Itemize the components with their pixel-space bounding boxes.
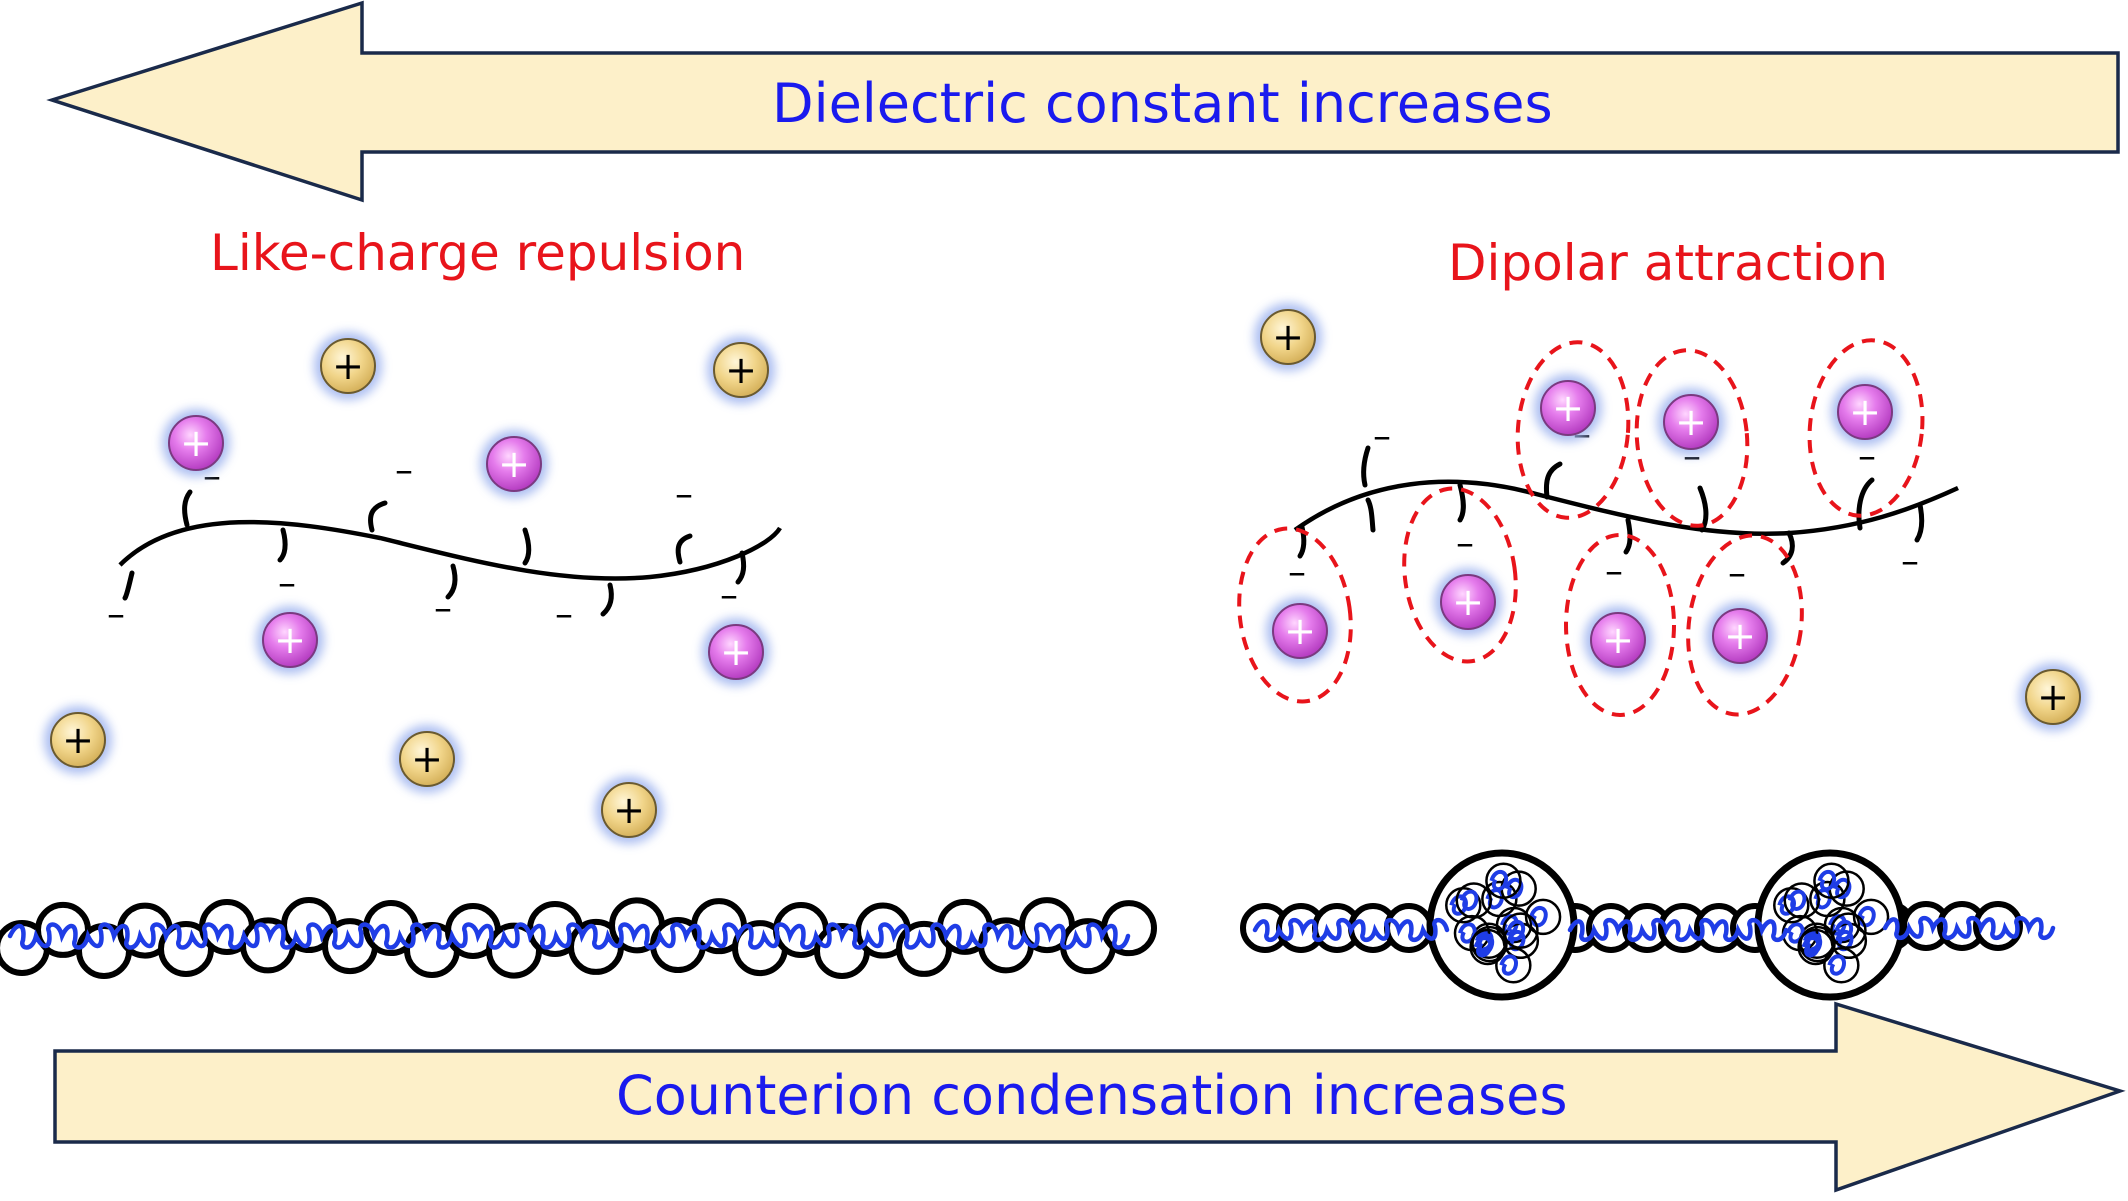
condensed-counterion: + bbox=[1831, 378, 1899, 446]
chain-coil bbox=[1252, 917, 1450, 943]
minus-signs: –––––––––––––––––– bbox=[107, 414, 1919, 635]
minus-charge: – bbox=[1288, 552, 1306, 593]
minus-charge: – bbox=[1605, 551, 1623, 592]
ion-pair-outline bbox=[1686, 533, 1804, 717]
side-chain bbox=[1361, 445, 1371, 488]
condensed-counterion: + bbox=[1266, 597, 1334, 665]
ion-pair-outlines bbox=[1237, 338, 1925, 717]
collapsed-globule bbox=[1426, 849, 1578, 1001]
bottom-arrow-label: Counterion condensation increases bbox=[616, 1064, 1568, 1127]
plus-charge: + bbox=[613, 788, 645, 832]
minus-charge: – bbox=[720, 575, 738, 616]
extended-chain bbox=[0, 897, 1157, 979]
free-counterion: + bbox=[595, 776, 663, 844]
plus-charge: + bbox=[2037, 675, 2069, 719]
condensed-counterion: + bbox=[256, 606, 324, 674]
free-counterion: + bbox=[1254, 303, 1322, 371]
side-chain bbox=[1780, 530, 1795, 566]
side-chain bbox=[600, 582, 614, 617]
plus-charge: + bbox=[1452, 580, 1484, 624]
side-chain bbox=[1457, 482, 1466, 523]
side-chain bbox=[522, 527, 532, 566]
minus-charge: – bbox=[675, 474, 693, 515]
ion-pair-outline bbox=[1564, 533, 1676, 717]
minus-charge: – bbox=[1728, 553, 1746, 594]
free-counterion: + bbox=[314, 332, 382, 400]
ion-pair-outline bbox=[1807, 338, 1925, 518]
minus-charge: – bbox=[395, 450, 413, 491]
chain-coil bbox=[1882, 915, 2056, 941]
plus-charge: + bbox=[1272, 315, 1304, 359]
plus-charge: + bbox=[62, 718, 94, 762]
minus-charge: – bbox=[434, 588, 452, 629]
plus-charge: + bbox=[411, 737, 443, 781]
plus-charge: + bbox=[1724, 614, 1756, 658]
side-chain bbox=[277, 527, 288, 563]
chain-coil bbox=[7, 922, 1131, 950]
ion-pair-outline bbox=[1237, 526, 1353, 704]
side-chain bbox=[1697, 485, 1709, 533]
side-chain bbox=[182, 489, 193, 528]
free-counterion: + bbox=[393, 725, 461, 793]
minus-charge: – bbox=[555, 594, 573, 635]
collapsed-globule bbox=[1754, 849, 1906, 1001]
minus-charge: – bbox=[107, 594, 125, 635]
right-panel-title: Dipolar attraction bbox=[1448, 234, 1889, 292]
plus-charge: + bbox=[180, 421, 212, 465]
side-chain bbox=[1914, 502, 1925, 543]
ion-pair-outline bbox=[1402, 486, 1518, 664]
minus-charge: – bbox=[1901, 541, 1919, 582]
condensed-counterion: + bbox=[1534, 374, 1602, 442]
plus-charge: + bbox=[1284, 609, 1316, 653]
side-chain bbox=[1856, 477, 1875, 531]
side-chain bbox=[445, 563, 458, 600]
top-arrow-label: Dielectric constant increases bbox=[772, 72, 1553, 135]
ions: + + + + + + + + + + + + + + + + + + bbox=[44, 303, 2087, 844]
side-chain bbox=[675, 533, 693, 565]
plus-charge: + bbox=[720, 630, 752, 674]
condensed-counterion: + bbox=[1584, 606, 1652, 674]
minus-charge: – bbox=[1456, 523, 1474, 564]
left-polymer-backbone bbox=[118, 519, 782, 581]
collapsed-chain bbox=[1240, 849, 2056, 1001]
condensed-counterion: + bbox=[480, 430, 548, 498]
condensed-counterion: + bbox=[702, 618, 770, 686]
ion-pair-outline bbox=[1515, 340, 1631, 520]
left-panel-title: Like-charge repulsion bbox=[210, 224, 746, 282]
plus-charge: + bbox=[274, 618, 306, 662]
plus-charge: + bbox=[498, 442, 530, 486]
top-arrow-shape bbox=[46, 0, 2120, 203]
plus-charge: + bbox=[1849, 390, 1881, 434]
side-chain bbox=[368, 500, 388, 533]
side-chain bbox=[1543, 461, 1563, 500]
bottom-arrow-shape bbox=[53, 1001, 2126, 1193]
minus-charge: – bbox=[278, 563, 296, 604]
free-counterion: + bbox=[2019, 663, 2087, 731]
right-polymer-backbone bbox=[1293, 479, 1959, 536]
side-chain bbox=[1365, 497, 1376, 533]
condensed-counterion: + bbox=[1434, 568, 1502, 636]
plus-charge: + bbox=[1675, 400, 1707, 444]
plus-charge: + bbox=[725, 348, 757, 392]
free-counterion: + bbox=[707, 336, 775, 404]
plus-charge: + bbox=[1602, 618, 1634, 662]
condensed-counterion: + bbox=[162, 409, 230, 477]
chain-coil bbox=[1567, 917, 1789, 943]
plus-charge: + bbox=[332, 344, 364, 388]
free-counterion: + bbox=[44, 706, 112, 774]
condensed-counterion: + bbox=[1706, 602, 1774, 670]
minus-charge: – bbox=[1373, 416, 1391, 457]
condensed-counterion: + bbox=[1657, 388, 1725, 456]
side-chain bbox=[735, 550, 747, 585]
plus-charge: + bbox=[1552, 386, 1584, 430]
minus-charge: – bbox=[1858, 436, 1876, 477]
side-chain bbox=[1623, 517, 1633, 555]
side-chain bbox=[122, 570, 135, 601]
